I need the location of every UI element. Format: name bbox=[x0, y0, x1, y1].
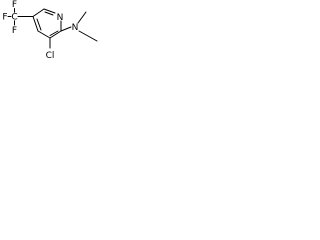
ring-bond-c2-c3 bbox=[49, 30, 62, 39]
atom-label-f-top: F bbox=[12, 0, 17, 10]
ring-double-c6-n1 bbox=[44, 11, 54, 16]
bond-amine-methyl-down bbox=[78, 30, 98, 42]
atom-label-amine-n: N bbox=[72, 23, 79, 33]
ring-bond-c6-n1 bbox=[43, 8, 56, 14]
atom-label-cl: Cl bbox=[46, 51, 55, 61]
bond-amine-methyl-up bbox=[77, 11, 87, 24]
bond-c2-amine-n bbox=[60, 26, 72, 32]
ring-bond-c5-c6 bbox=[32, 8, 45, 17]
ring-double-c4-c5 bbox=[36, 18, 42, 31]
chemical-structure: F F C F N N Cl bbox=[2, 0, 98, 61]
ring-bond-c3-c4 bbox=[37, 30, 51, 39]
atom-label-ring-n: N bbox=[57, 13, 64, 23]
atom-label-c: C bbox=[11, 13, 17, 23]
ring-double-c2-c3 bbox=[49, 30, 59, 36]
atom-label-f-left: F bbox=[2, 13, 7, 23]
ring-bond-c4-c5 bbox=[32, 16, 39, 32]
atom-label-f-bottom: F bbox=[12, 26, 17, 36]
